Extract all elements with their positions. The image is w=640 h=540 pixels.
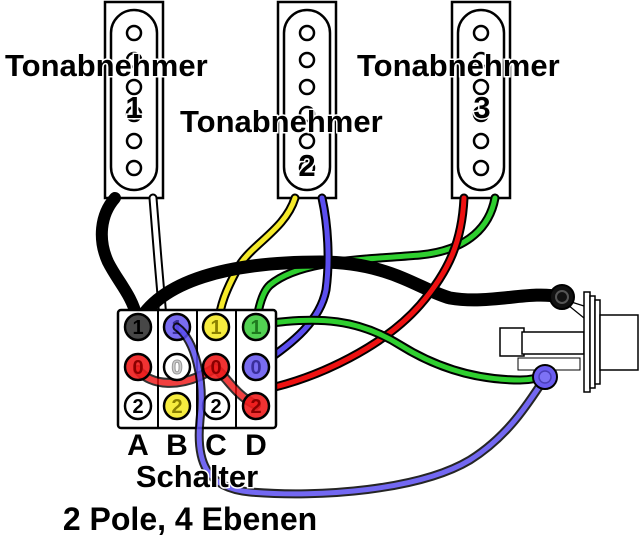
pole-piece bbox=[125, 24, 143, 42]
wire-ground-black bbox=[130, 255, 567, 332]
terminal-B0: 0 bbox=[162, 352, 192, 382]
switch-column-b: B bbox=[166, 429, 188, 462]
pole-piece bbox=[298, 132, 316, 150]
terminal-D1: 1 bbox=[241, 312, 271, 342]
terminal-A0: 0 bbox=[123, 352, 153, 382]
switch-column-a: A bbox=[127, 429, 149, 462]
terminal-C0: 0 bbox=[201, 352, 231, 382]
terminal-label: 0 bbox=[250, 357, 261, 379]
pole-piece bbox=[298, 51, 316, 69]
terminal-label: 1 bbox=[250, 317, 261, 339]
switch-label: Schalter bbox=[136, 459, 258, 494]
terminal-B2: 2 bbox=[162, 391, 192, 421]
wire-pickup1-black bbox=[95, 192, 143, 324]
terminal-C2: 2 bbox=[201, 391, 231, 421]
wire-pickup3-red bbox=[257, 193, 469, 395]
pole-piece bbox=[125, 132, 143, 150]
pole-piece bbox=[298, 105, 316, 123]
pole-piece bbox=[472, 105, 490, 123]
diagram-title: 2 Pole, 4 Ebenen bbox=[63, 501, 317, 537]
pickup-2 bbox=[276, 0, 338, 200]
terminal-label: 1 bbox=[210, 317, 221, 339]
pickup-1-label: Tonabnehmer bbox=[5, 48, 208, 83]
terminal-A1: 1 bbox=[123, 312, 153, 342]
pole-piece bbox=[472, 24, 490, 42]
pickup-1 bbox=[103, 0, 165, 200]
terminal-label: 2 bbox=[171, 396, 182, 418]
terminal-D0: 0 bbox=[241, 352, 271, 382]
pickup-2-label: Tonabnehmer bbox=[180, 104, 383, 139]
terminal-label: 0 bbox=[171, 357, 182, 379]
pickup-3-label: Tonabnehmer bbox=[357, 48, 560, 83]
terminal-A2: 2 bbox=[123, 391, 153, 421]
pole-piece bbox=[472, 78, 490, 96]
wire-pickup2-blue bbox=[255, 193, 333, 370]
pickup-2-number: 2 bbox=[298, 148, 315, 183]
pole-piece bbox=[472, 159, 490, 177]
jack-sleeve-lug bbox=[549, 284, 575, 310]
wire-D1-green bbox=[253, 315, 550, 385]
pole-piece bbox=[125, 159, 143, 177]
terminal-D2: 2 bbox=[241, 391, 271, 421]
pickup-1-number: 1 bbox=[125, 90, 142, 125]
terminal-label: 0 bbox=[132, 357, 143, 379]
pole-piece bbox=[472, 132, 490, 150]
pole-piece bbox=[298, 78, 316, 96]
terminal-label: 2 bbox=[250, 396, 261, 418]
pole-piece bbox=[298, 159, 316, 177]
terminal-label: 0 bbox=[210, 357, 221, 379]
switch-column-c: C bbox=[205, 429, 227, 462]
terminal-label: 1 bbox=[132, 317, 143, 339]
pole-piece bbox=[125, 105, 143, 123]
terminal-label: 2 bbox=[210, 396, 221, 418]
switch-column-d: D bbox=[245, 429, 267, 462]
terminal-label: 2 bbox=[132, 396, 143, 418]
pole-piece bbox=[298, 24, 316, 42]
pickup-3-number: 3 bbox=[473, 90, 490, 125]
pole-piece bbox=[125, 51, 143, 69]
output-jack bbox=[499, 291, 639, 393]
wire-B1-blue bbox=[172, 322, 550, 499]
pole-piece bbox=[125, 78, 143, 96]
jack-tip-lug bbox=[532, 364, 558, 390]
pickup-3 bbox=[450, 0, 512, 200]
pole-piece bbox=[472, 51, 490, 69]
terminal-C1: 1 bbox=[201, 312, 231, 342]
